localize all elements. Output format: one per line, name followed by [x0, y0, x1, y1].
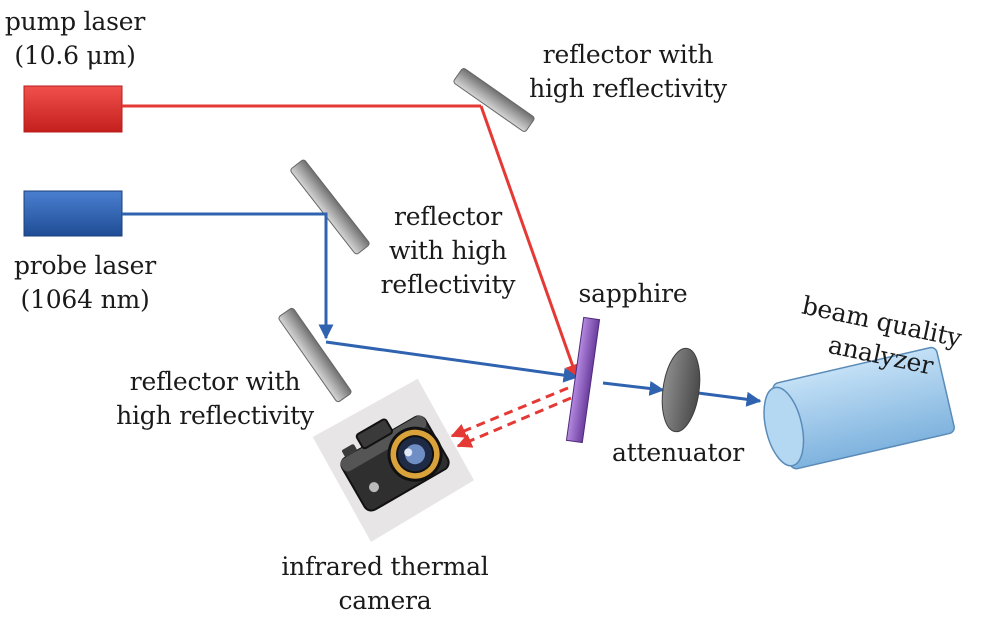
reflector-top-label: reflector with high reflectivity — [529, 40, 728, 103]
thermal-emission-dashed-2 — [456, 396, 572, 448]
pump-laser-label-line2: (10.6 μm) — [14, 41, 135, 70]
infrared-thermal-camera-icon — [312, 378, 474, 542]
probe-laser-label-line1: probe laser — [14, 251, 156, 280]
probe-beam-to-analyzer — [697, 391, 762, 407]
reflector-middle-label-line2: with high — [389, 236, 507, 265]
pump-laser — [23, 85, 123, 133]
thermal-emission-dashed-1 — [450, 386, 569, 438]
sapphire-label: sapphire — [579, 279, 688, 308]
reflector-top-label-line2: high reflectivity — [529, 74, 728, 103]
probe-beam-path — [122, 212, 334, 340]
pump-laser-label-line1: pump laser — [5, 7, 145, 36]
reflector-middle-label: reflector with high reflectivity — [381, 202, 517, 299]
pump-laser-label: pump laser (10.6 μm) — [5, 7, 145, 70]
probe-beam-to-sapphire — [325, 340, 579, 383]
camera-label: infrared thermal camera — [281, 552, 488, 615]
attenuator-label: attenuator — [612, 438, 744, 467]
sapphire-crystal — [565, 316, 601, 444]
reflector-lower — [278, 307, 352, 403]
reflector-lower-label: reflector with high reflectivity — [116, 367, 315, 430]
reflector-lower-label-line1: reflector with — [130, 367, 301, 396]
reflector-lower-label-line2: high reflectivity — [116, 401, 315, 430]
probe-beam-to-attenuator — [602, 380, 665, 396]
pump-beam-to-sapphire — [479, 105, 580, 380]
attenuator-disk — [661, 347, 701, 433]
reflector-top-label-line1: reflector with — [543, 40, 714, 69]
reflector-middle — [290, 159, 370, 255]
probe-laser-label-line2: (1064 nm) — [20, 285, 149, 314]
reflector-middle-label-line3: reflectivity — [381, 270, 517, 299]
probe-laser-label: probe laser (1064 nm) — [14, 251, 156, 314]
camera-label-line1: infrared thermal — [281, 552, 488, 581]
beam-quality-analyzer — [763, 346, 955, 470]
reflector-middle-label-line1: reflector — [394, 202, 502, 231]
camera-label-line2: camera — [338, 586, 431, 615]
probe-laser — [23, 190, 123, 237]
reflector-top — [453, 68, 535, 132]
